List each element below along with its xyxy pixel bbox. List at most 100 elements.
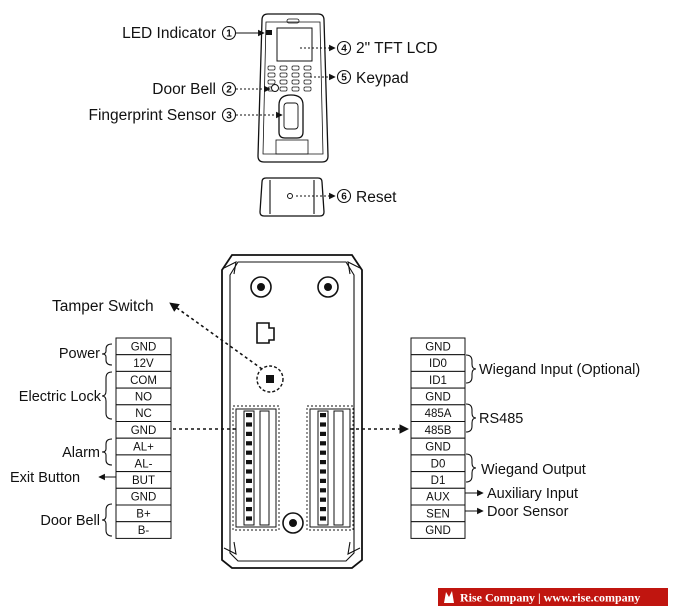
terminal-screw-icon [320,413,326,418]
keypad-key-icon [279,79,288,85]
keypad-key-icon [279,86,288,92]
keypad-key-icon [291,79,300,85]
keypad-key-icon [291,65,300,71]
terminal-pin-label: ID0 [429,358,447,370]
keypad-key-icon [279,72,288,78]
keypad-key-icon [267,72,276,78]
tamper-switch-label: Tamper Switch [52,298,154,315]
terminal-pin-label: 12V [133,358,154,370]
speaker-grille-icon [286,18,300,24]
group-label: Wiegand Input (Optional) [479,362,640,378]
reset-cap [259,177,325,217]
terminal-screw-icon [246,469,252,474]
terminal-screw-icon [320,422,326,427]
fingerprint-window [283,102,299,130]
terminal-pin-label: BUT [132,475,155,487]
keypad-key-icon [267,65,276,71]
group-wiegand-input: Wiegand Input (Optional) [465,354,640,384]
group-alarm: Alarm [62,438,113,466]
group-label: RS485 [479,411,523,427]
terminal-screw-icon [320,460,326,465]
terminal-pin-label: NC [135,408,152,420]
terminal-screw-icon [246,441,252,446]
led-indicator-icon [266,30,272,35]
terminal-pin-label: AL- [135,458,153,470]
device-front-view [257,13,329,163]
group-label: Door Sensor [487,504,569,520]
tft-lcd-screen [276,27,313,62]
terminal-screw-icon [320,488,326,493]
brand-text: Rise Company | www.rise.company [460,591,640,605]
group-label: Power [59,346,100,362]
brand-badge: Rise Company | www.rise.company [438,588,668,606]
back-board [221,254,363,569]
device-bottom-slot [275,139,309,155]
terminal-pin-label: AUX [426,492,450,504]
mounting-hole-icon [250,276,272,298]
group-label: Exit Button [10,470,80,486]
terminal-screw-icon [320,469,326,474]
callout-tft-lcd: 4 2" TFT LCD [300,40,438,57]
keypad-icon [267,65,312,92]
brand-logo-icon [444,591,454,603]
left-terminal-block [232,405,280,531]
terminal-screw-icon [246,497,252,502]
callout-reset: 6 Reset [296,188,397,206]
callout-number: 2 [226,85,232,96]
callout-label: Keypad [356,70,409,87]
group-door-bell: Door Bell [40,503,113,537]
group-auxiliary-input: Auxiliary Input [465,486,578,502]
terminal-pin-label: GND [425,442,451,454]
terminal-pin-label: COM [130,375,157,387]
group-label: Electric Lock [19,389,102,405]
group-wiegand-output: Wiegand Output [465,453,586,483]
group-power: Power [59,343,113,366]
terminal-pin-label: GND [425,341,451,353]
terminal-screw-icon [320,507,326,512]
keypad-key-icon [291,72,300,78]
terminal-pin-label: D0 [431,458,446,470]
callout-label: Door Bell [152,81,216,98]
group-exit-button: Exit Button [10,470,116,486]
group-label: Door Bell [40,513,100,529]
group-label: Alarm [62,445,100,461]
callout-keypad: 5 Keypad [310,69,409,87]
terminal-pin-label: 485A [425,408,452,420]
terminal-screw-icon [246,413,252,418]
terminal-pin-label: GND [425,391,451,403]
terminal-screw-icon [246,507,252,512]
terminal-screw-icon [320,497,326,502]
terminal-screw-icon [246,431,252,436]
callout-label: Reset [356,189,397,206]
callout-number: 1 [226,29,232,40]
group-rs485: RS485 [465,403,523,433]
callout-label: Fingerprint Sensor [88,107,216,124]
terminal-pin-label: AL+ [133,442,154,454]
reset-hole-icon [287,193,293,199]
network-port-icon [256,322,275,344]
tamper-switch-ring [256,365,284,393]
terminal-pin-label: D1 [431,475,446,487]
terminal-pin-label: 485B [425,425,452,437]
callout-number: 5 [341,73,347,84]
terminal-pin-label: GND [131,341,157,353]
terminal-screw-icon [320,478,326,483]
mounting-hole-icon [282,512,304,534]
right-terminal-block [306,405,354,531]
callout-label: LED Indicator [122,25,216,42]
callout-tamper-switch: Tamper Switch [52,298,263,370]
terminal-screw-icon [320,431,326,436]
terminal-pin-label: B+ [136,508,151,520]
terminal-screw-icon [246,488,252,493]
terminal-screw-icon [246,450,252,455]
callout-led-indicator: LED Indicator 1 [122,25,265,42]
terminal-screw-icon [320,441,326,446]
terminal-screw-icon [246,516,252,521]
keypad-key-icon [303,72,312,78]
terminal-pin-label: NO [135,391,152,403]
terminal-pin-label: GND [131,425,157,437]
terminal-screw-icon [320,450,326,455]
group-electric-lock: Electric Lock [19,371,113,420]
keypad-key-icon [279,65,288,71]
